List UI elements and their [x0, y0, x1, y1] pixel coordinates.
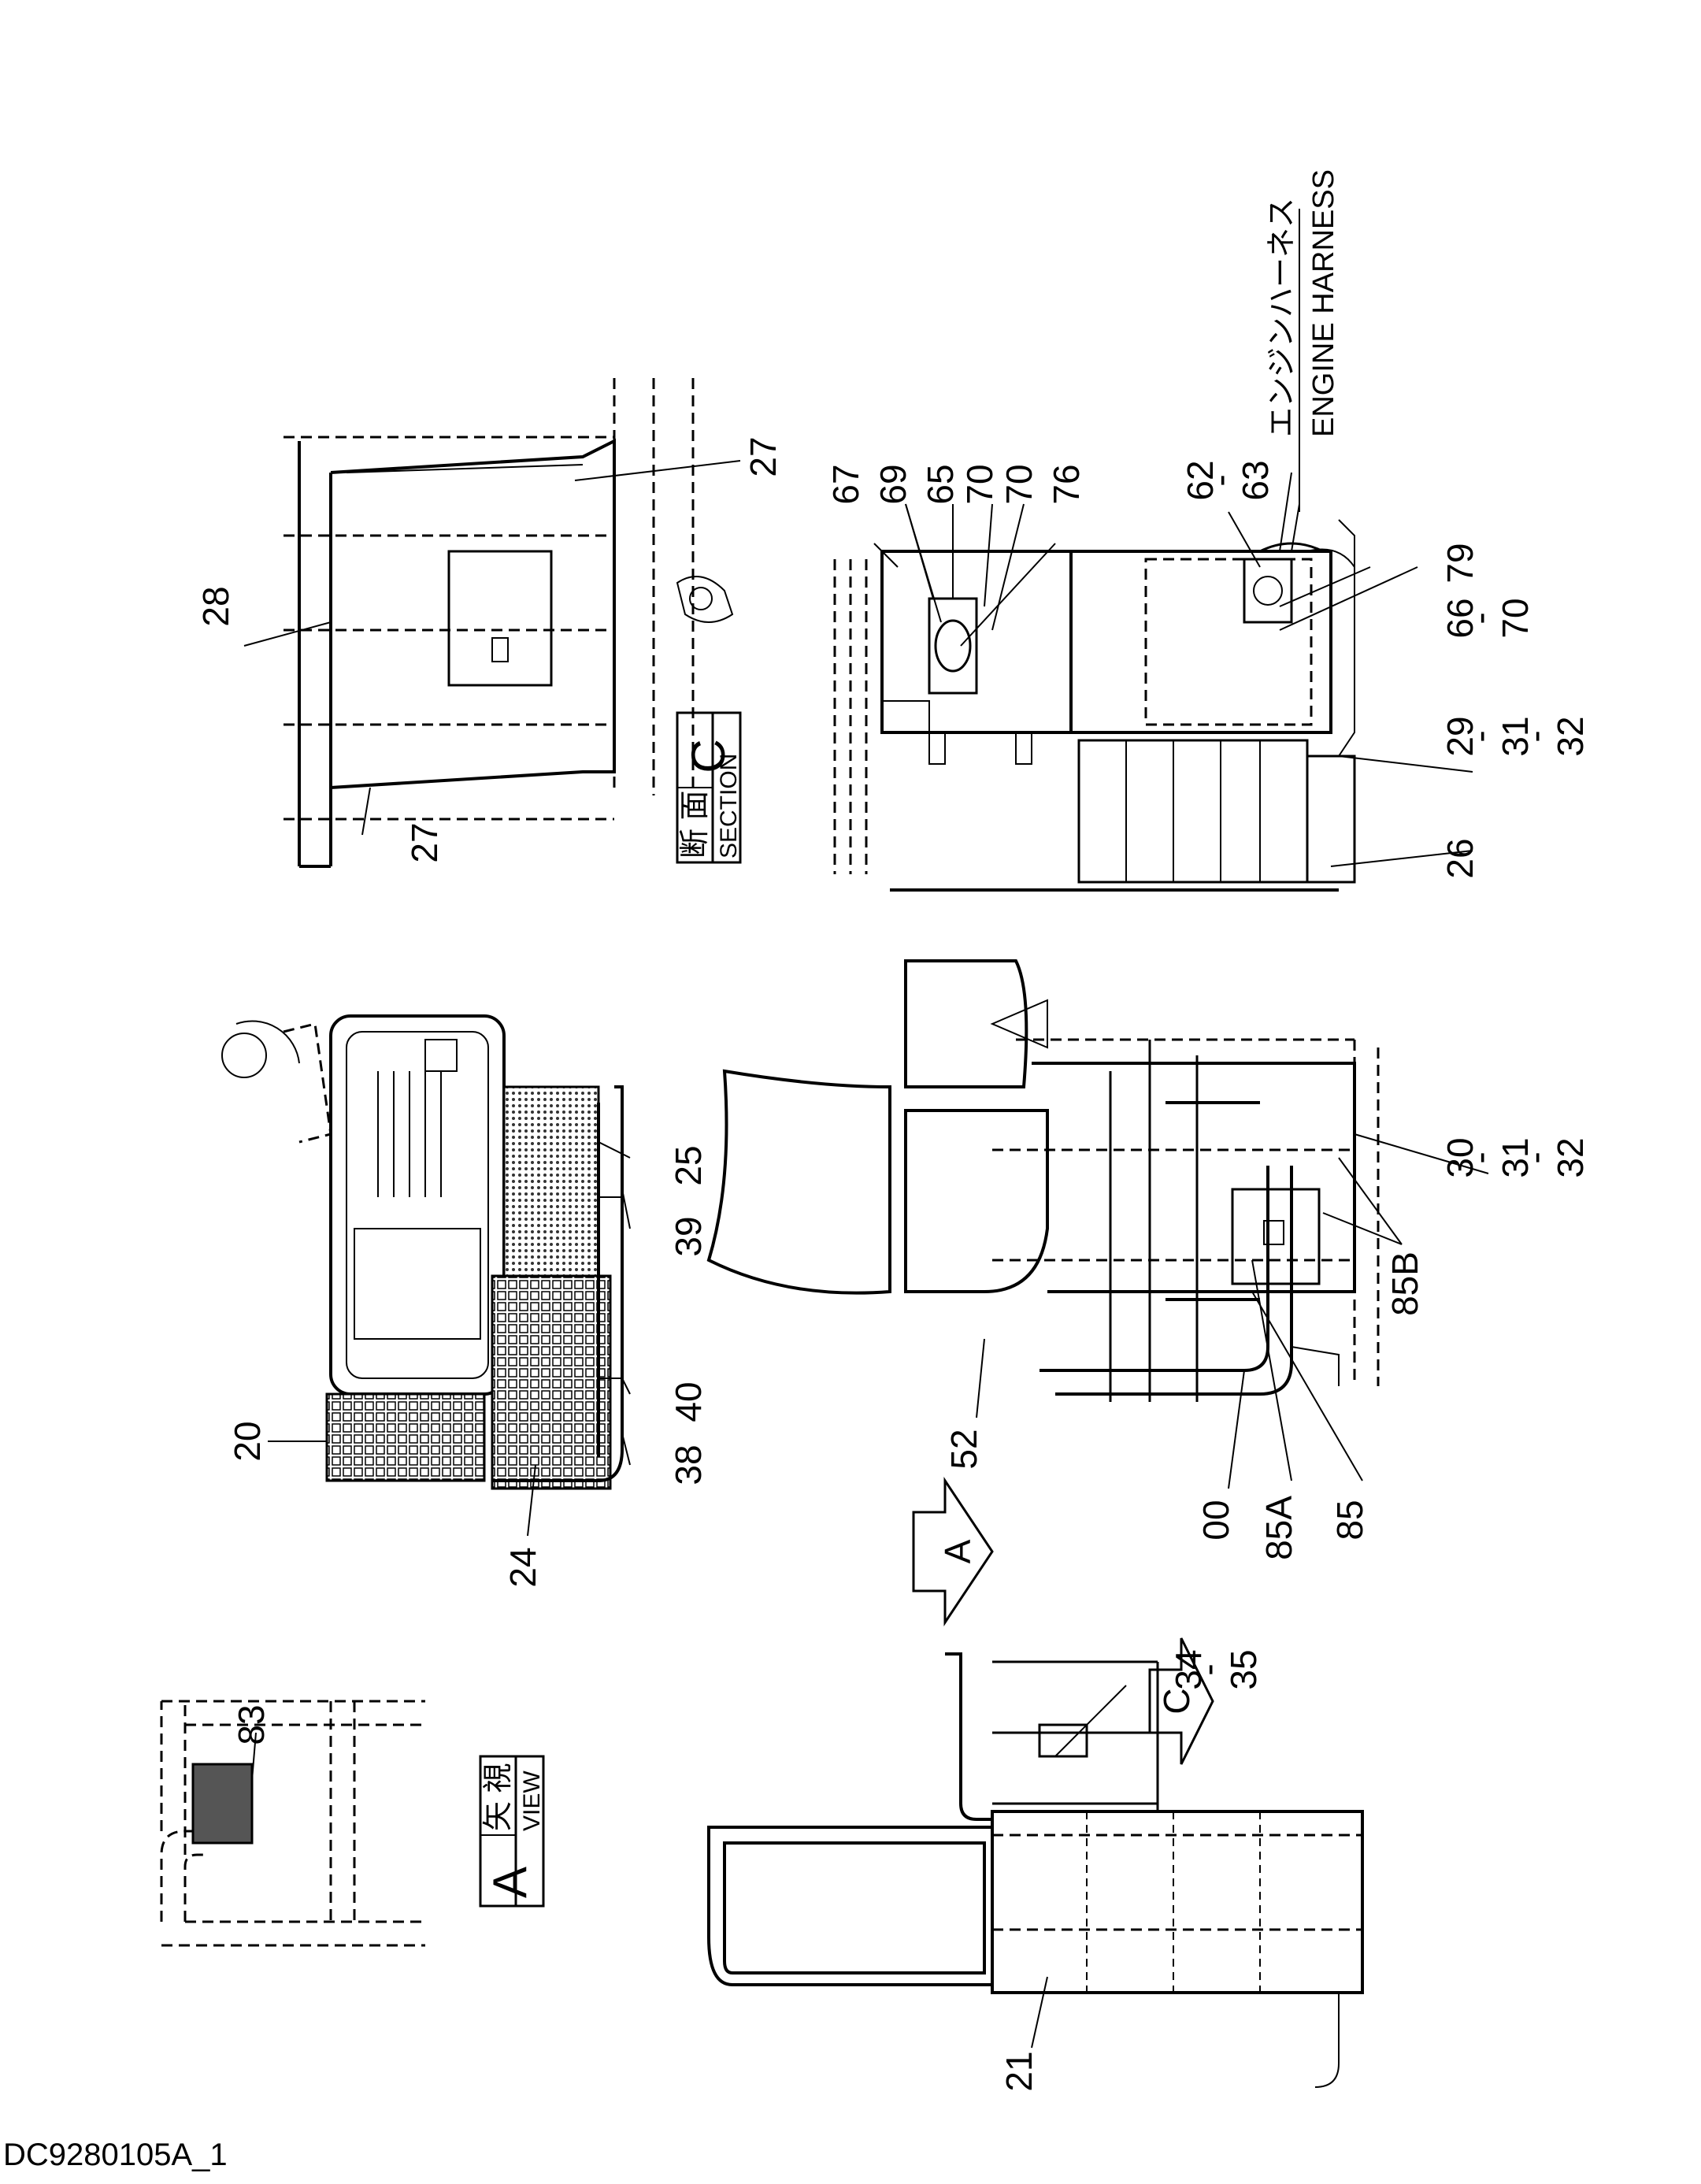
- callout-67: 67: [825, 464, 866, 504]
- callout-32-b: 32: [1550, 1137, 1591, 1177]
- callout-24: 24: [502, 1547, 543, 1587]
- callout-21: 21: [999, 2051, 1040, 2091]
- callout-85: 85: [1329, 1500, 1370, 1540]
- callout-00: 00: [1195, 1500, 1236, 1540]
- callout-40: 40: [668, 1381, 709, 1422]
- callout-26: 26: [1440, 838, 1480, 878]
- callout-32-a: 32: [1550, 716, 1591, 756]
- callout-31-b: 31: [1495, 1137, 1536, 1177]
- callout-85B: 85B: [1384, 1251, 1425, 1316]
- step-assy-26: [1077, 739, 1309, 884]
- callout-66-70-dash: -: [1459, 612, 1500, 624]
- grommet-76: [934, 619, 972, 673]
- callout-25: 25: [668, 1145, 709, 1185]
- arrow-a-letter: A: [937, 1539, 978, 1563]
- callout-65: 65: [920, 464, 961, 504]
- callout-63: 63: [1235, 460, 1276, 500]
- side-cover-panel: [447, 550, 553, 687]
- callout-34: 34: [1168, 1649, 1209, 1689]
- callout-85A: 85A: [1258, 1496, 1299, 1560]
- callout-34-35-dash: -: [1188, 1663, 1228, 1675]
- callout-62-63-dash: -: [1199, 474, 1240, 486]
- callout-31-32-dash-a: -: [1514, 730, 1555, 742]
- harness-connector: [1243, 558, 1293, 624]
- view-a-title-box: [479, 1755, 545, 1908]
- callout-83: 83: [231, 1704, 272, 1745]
- callout-31-32-dash-b: -: [1514, 1151, 1555, 1163]
- callout-39: 39: [668, 1216, 709, 1256]
- callout-30-31-dash: -: [1459, 1151, 1500, 1163]
- step-mesh-25: [502, 1085, 600, 1277]
- arrow-c-letter: C: [1156, 1688, 1197, 1714]
- document-id: DC9280105A_1: [3, 2138, 228, 2172]
- callout-79: 79: [1440, 543, 1480, 583]
- callout-27-top: 27: [743, 436, 784, 476]
- section-c-view: [243, 378, 741, 868]
- view-arrow-c: [1148, 1637, 1214, 1765]
- callout-30: 30: [1440, 1137, 1480, 1177]
- view-arrow-a: [912, 1477, 994, 1626]
- section-c-kanji: 断 面: [679, 790, 712, 858]
- callout-35: 35: [1223, 1649, 1264, 1689]
- callout-31-a: 31: [1495, 716, 1536, 756]
- callout-70-a: 70: [959, 464, 1000, 504]
- tool-box-85: [1231, 1188, 1321, 1285]
- callout-20: 20: [227, 1421, 268, 1461]
- view-a-kanji: 矢 視: [482, 1763, 515, 1831]
- step-34-35: [1038, 1723, 1088, 1758]
- callout-70-c: 70: [1495, 598, 1536, 638]
- section-c-letter: C: [682, 739, 735, 773]
- side-view-right: [833, 209, 1473, 892]
- engine-harness-japanese: エンジンハーネス: [1266, 198, 1299, 437]
- callout-29-31-dash: -: [1459, 730, 1500, 742]
- section-c-title-box: [676, 711, 742, 864]
- view-a-english: VIEW: [519, 1771, 545, 1831]
- callout-62: 62: [1180, 460, 1221, 500]
- callout-28: 28: [195, 586, 236, 626]
- callout-27-bottom: 27: [404, 822, 445, 862]
- front-view: [707, 1652, 1364, 2088]
- callout-38: 38: [668, 1444, 709, 1485]
- callout-76: 76: [1046, 464, 1087, 504]
- cab-side-view: [706, 959, 1489, 1489]
- seat-grille: [377, 1071, 442, 1197]
- view-a-letter: A: [484, 1867, 536, 1898]
- callout-70-b: 70: [999, 464, 1040, 504]
- callout-29: 29: [1440, 716, 1480, 756]
- view-a-detail: [160, 1700, 425, 1947]
- section-c-english: SECTION: [716, 754, 742, 858]
- label-plate-83: [191, 1763, 254, 1845]
- callout-69: 69: [873, 464, 914, 504]
- callout-52: 52: [943, 1429, 984, 1469]
- step-grating-24: [491, 1274, 612, 1490]
- plan-view: [221, 1014, 631, 1537]
- engine-harness-english: ENGINE HARNESS: [1307, 169, 1340, 437]
- step-grating-20: [325, 1392, 486, 1482]
- callout-66: 66: [1440, 598, 1480, 638]
